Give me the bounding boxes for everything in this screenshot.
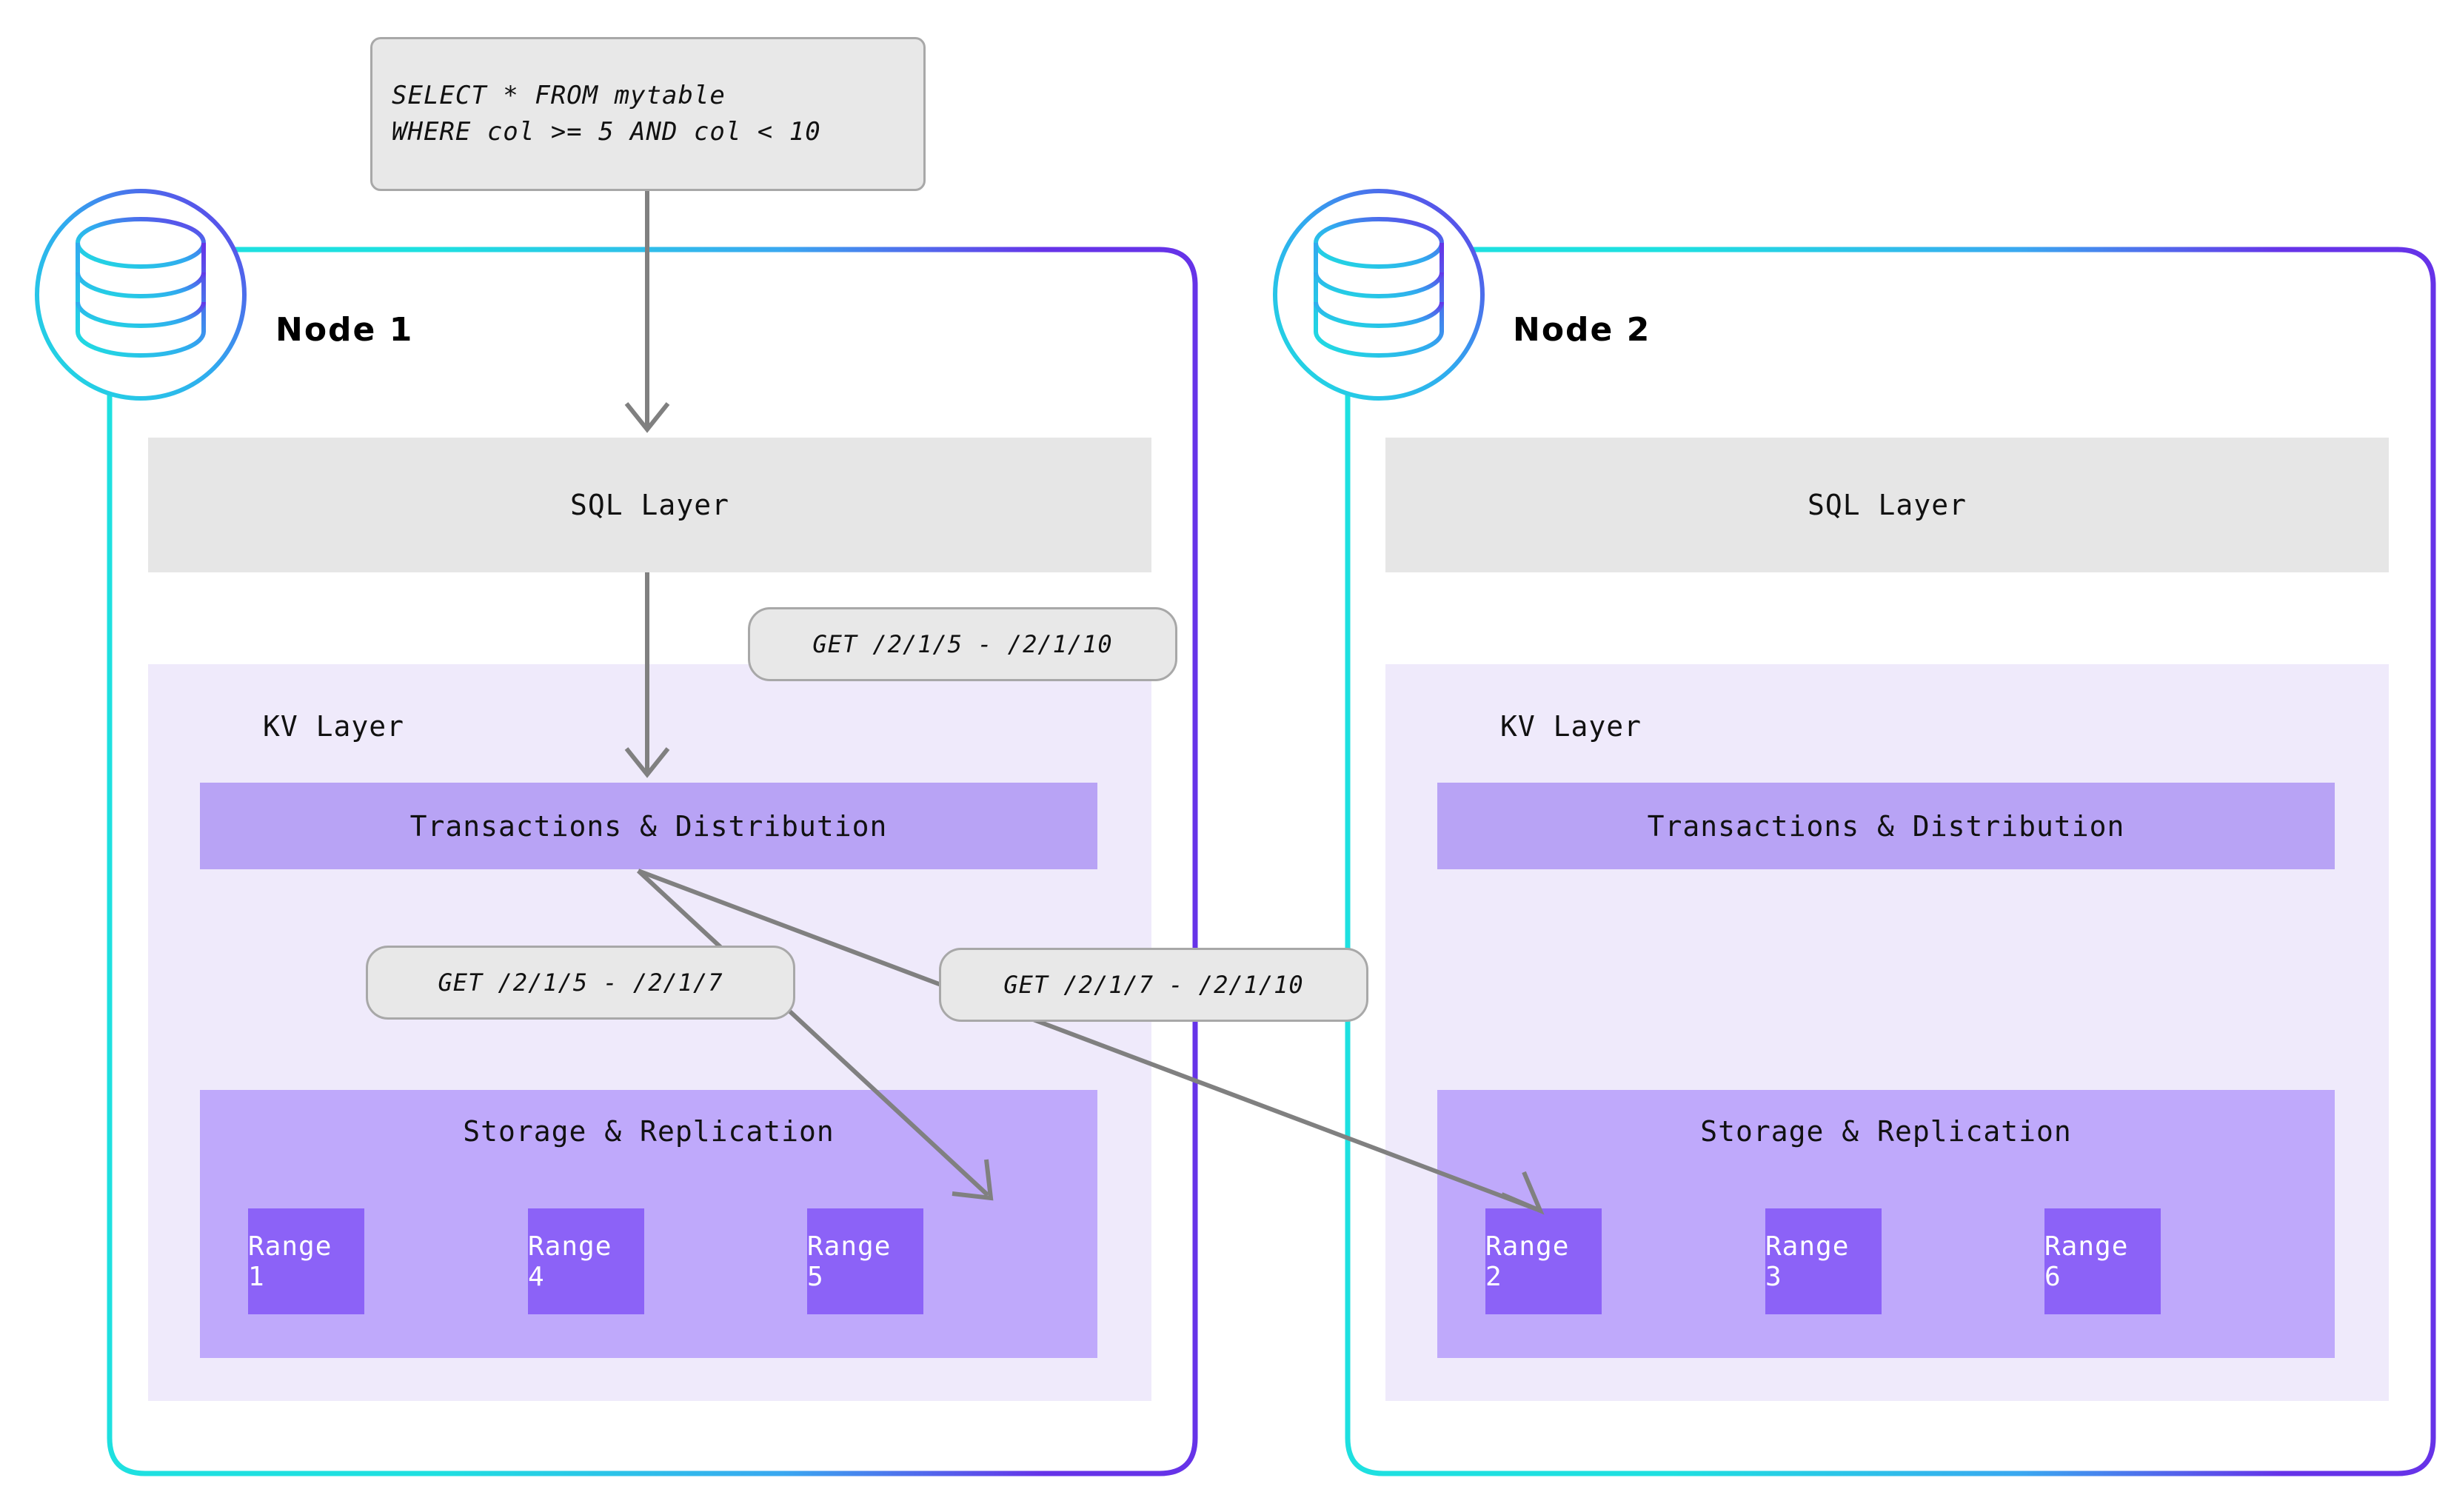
node-1-kv-layer-label: KV Layer bbox=[263, 710, 405, 743]
node-1-storage-title: Storage & Replication bbox=[463, 1115, 835, 1148]
arrow-query-to-sql-layer bbox=[624, 191, 670, 433]
sql-query-callout: SELECT * FROM mytable WHERE col >= 5 AND… bbox=[370, 37, 926, 191]
node-1-storage-panel: Storage & Replication Range 1 Range 4 Ra… bbox=[200, 1090, 1097, 1358]
node-1-range-box-1: Range 1 bbox=[248, 1208, 364, 1314]
node-2-kv-layer-label: KV Layer bbox=[1500, 710, 1642, 743]
get-range-5-to-7-callout: GET /2/1/5 - /2/1/7 bbox=[366, 946, 795, 1020]
node-2-range-box-2: Range 3 bbox=[1765, 1208, 1882, 1314]
node-2-sql-layer: SQL Layer bbox=[1385, 438, 2389, 572]
node-2-storage-panel: Storage & Replication Range 2 Range 3 Ra… bbox=[1437, 1090, 2335, 1358]
sql-query-line-1: SELECT * FROM mytable bbox=[392, 80, 726, 110]
node-2-range-box-1: Range 2 bbox=[1485, 1208, 1602, 1314]
database-cylinder-icon-node-1 bbox=[35, 189, 247, 401]
database-cylinder-icon-node-2 bbox=[1273, 189, 1485, 401]
node-1-title: Node 1 bbox=[275, 311, 414, 349]
node-1-range-box-2: Range 4 bbox=[528, 1208, 644, 1314]
node-2-range-box-3: Range 6 bbox=[2044, 1208, 2161, 1314]
node-2-transactions-bar: Transactions & Distribution bbox=[1437, 783, 2335, 869]
get-range-5-to-10-callout: GET /2/1/5 - /2/1/10 bbox=[748, 607, 1177, 681]
node-1-sql-layer: SQL Layer bbox=[148, 438, 1151, 572]
node-2-title: Node 2 bbox=[1513, 311, 1651, 349]
node-1-transactions-bar: Transactions & Distribution bbox=[200, 783, 1097, 869]
node-2-storage-title: Storage & Replication bbox=[1700, 1115, 2072, 1148]
get-range-7-to-10-callout: GET /2/1/7 - /2/1/10 bbox=[939, 948, 1368, 1022]
node-1-range-box-3: Range 5 bbox=[807, 1208, 923, 1314]
sql-query-line-2: WHERE col >= 5 AND col < 10 bbox=[392, 117, 821, 147]
